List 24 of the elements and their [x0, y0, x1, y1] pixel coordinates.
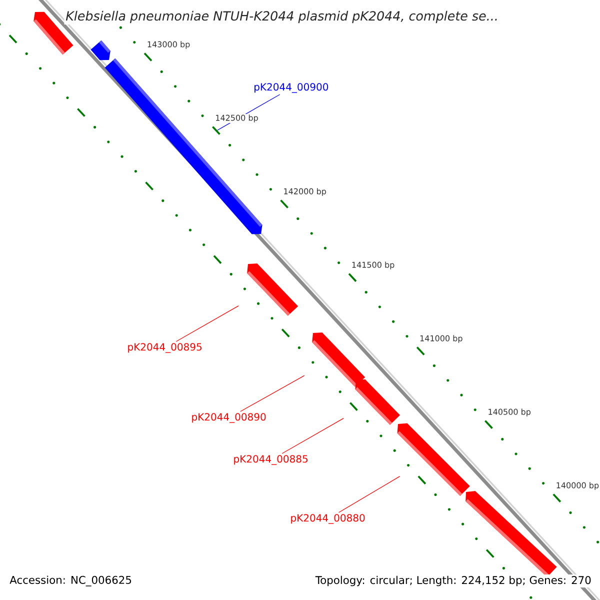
gene-segment: [312, 332, 366, 387]
gene-label: pK2044_00885: [234, 455, 308, 465]
gene-segment: [355, 379, 400, 425]
gene-segment: [397, 423, 470, 496]
tick-label: 140000 bp: [555, 481, 600, 491]
gene-label: pK2044_00890: [192, 413, 266, 423]
summary-text: Topology: circular; Length: 224,152 bp; Genes: 270: [314, 574, 593, 588]
gene-segment: [247, 264, 298, 316]
leader-line: [338, 476, 400, 513]
tick-label: 141000 bp: [418, 334, 464, 344]
tick-label: 143000 bp: [146, 40, 191, 50]
accession-text: Accession: NC_006625: [8, 574, 134, 588]
leader-line: [176, 305, 239, 342]
title: Klebsiella pneumoniae NTUH-K2044 plasmid pK2044, complete se...: [64, 10, 500, 24]
leader-line: [240, 375, 305, 412]
gene-label: pK2044_00895: [128, 343, 202, 353]
gene-label: pK2044_00880: [291, 514, 365, 524]
tick-label: 140500 bp: [487, 408, 532, 418]
tick-label: 142000 bp: [282, 187, 328, 197]
gene-label: pK2044_00900: [254, 83, 328, 93]
tick-label: 142500 bp: [214, 114, 260, 124]
leader-line: [282, 418, 344, 454]
gene-segment: [90, 40, 110, 60]
tick-label: 141500 bp: [350, 260, 396, 270]
